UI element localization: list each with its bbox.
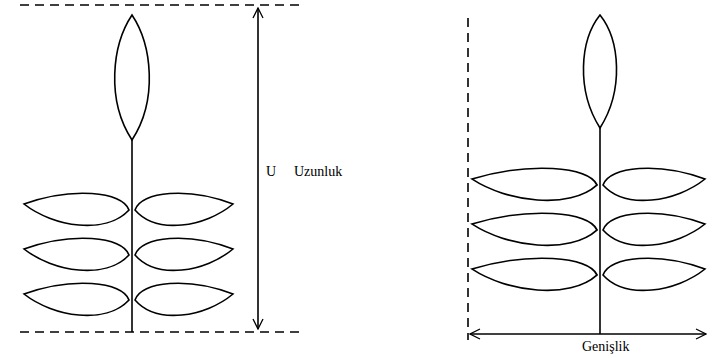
dimension-symbol: U [264, 164, 278, 180]
terminal-leaflet [115, 15, 150, 140]
terminal-leaflet [583, 15, 616, 128]
leaflet-pairs [472, 168, 705, 290]
dimension-label: Uzunluk [292, 164, 344, 180]
length-arrow [257, 8, 259, 329]
width-arrow [470, 333, 706, 335]
leaf-rachis [599, 128, 601, 334]
leaf-rachis [131, 140, 133, 332]
leaflet-pairs [24, 193, 233, 315]
dimension-label: Genişlik [580, 339, 631, 355]
dashed-guide [20, 331, 305, 333]
dashed-guide [467, 18, 469, 340]
dashed-guide [20, 4, 305, 6]
